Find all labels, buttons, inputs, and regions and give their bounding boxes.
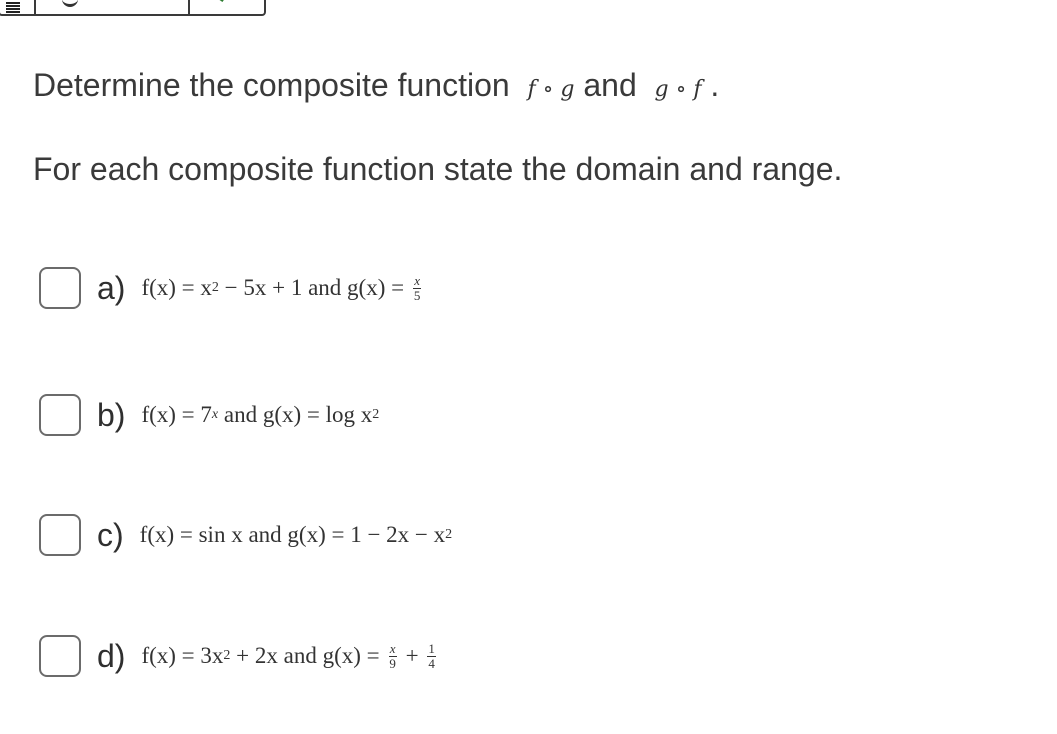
denominator: 4 — [428, 655, 435, 671]
formula-text: f(x) = 3x — [141, 643, 224, 668]
denominator: 9 — [389, 655, 396, 671]
checkbox-a[interactable] — [39, 267, 81, 309]
question-text: Determine the composite function — [33, 67, 510, 103]
menu-icon — [6, 2, 20, 14]
exponent: x — [211, 407, 219, 422]
gof-math: g ∘ f — [654, 77, 702, 102]
exponent: 2 — [223, 648, 231, 663]
and-text: and — [583, 67, 637, 103]
option-letter: a) — [97, 269, 126, 306]
exponent: 2 — [445, 527, 453, 542]
formula-text: − 5x + 1 and g(x) = — [218, 275, 410, 300]
toolbar-middle-button[interactable] — [36, 0, 190, 14]
plus-sign: + — [399, 643, 425, 668]
formula-text: f(x) = x — [141, 275, 212, 300]
numerator: 1 — [427, 640, 436, 657]
numerator: x — [413, 272, 421, 289]
formula-text: f(x) = sin x and g(x) = 1 − 2x − x — [139, 522, 446, 547]
exponent: 2 — [372, 407, 380, 422]
toolbar-right-button[interactable] — [190, 0, 264, 14]
numerator: x — [388, 640, 397, 657]
undo-icon — [62, 0, 78, 7]
checkbox-d[interactable] — [39, 635, 81, 677]
formula-text: f(x) = 7 — [141, 402, 212, 427]
exponent: 2 — [211, 280, 219, 295]
option-letter: c) — [97, 516, 124, 553]
denominator: 5 — [413, 287, 421, 303]
menu-button[interactable] — [0, 0, 36, 14]
checkbox-b[interactable] — [39, 394, 81, 436]
formula-text: + 2x and g(x) = — [230, 643, 386, 668]
option-letter: d) — [97, 637, 126, 674]
question-line-1: Determine the composite function f ∘ g a… — [33, 67, 719, 104]
toolbar — [0, 0, 266, 16]
check-icon — [215, 0, 225, 3]
fog-math: f ∘ g — [527, 77, 575, 102]
period: . — [710, 67, 720, 103]
checkbox-c[interactable] — [39, 514, 81, 556]
question-line-2: For each composite function state the do… — [33, 151, 843, 187]
option-letter: b) — [97, 396, 126, 433]
formula-text: and g(x) = log x — [218, 402, 373, 427]
